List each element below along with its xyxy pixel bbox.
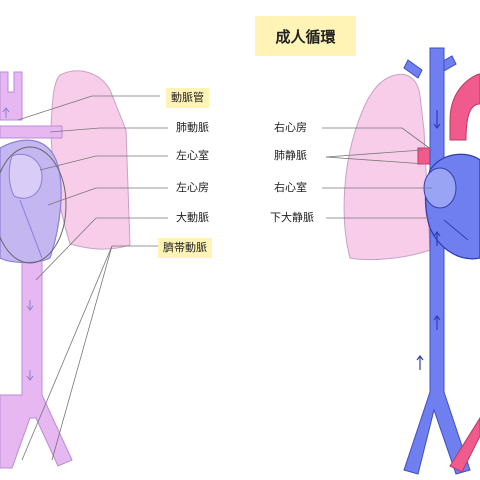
- adult-circulation: [343, 47, 480, 475]
- fetal-heart-outline: [0, 146, 67, 264]
- adult-aortic-arch: [449, 73, 480, 141]
- label-umbilical-artery: 臍帯動脈: [158, 238, 212, 258]
- label-pulmonary-artery: 肺動脈: [176, 121, 209, 134]
- fetal-pulmonary-branch: [0, 125, 63, 139]
- fetal-lung: [50, 70, 131, 250]
- adult-septum: [443, 219, 469, 241]
- label-right-ventricle: 右心室: [274, 181, 307, 194]
- fetal-septum: [19, 199, 43, 259]
- fetal-circulation: [0, 70, 131, 469]
- label-pulmonary-vein: 肺静脈: [274, 149, 307, 162]
- fetal-leader-lines: [17, 95, 168, 461]
- label-aorta: 大動脈: [176, 211, 209, 224]
- adult-lung: [343, 73, 431, 261]
- page-title: 成人循環: [255, 16, 356, 56]
- label-left-ventricle: 左心室: [176, 149, 209, 162]
- label-inferior-vena-cava: 下大静脈: [270, 211, 314, 224]
- fetal-descending-aorta: [0, 259, 73, 469]
- adult-leader-lines: [322, 127, 433, 219]
- label-ductus-arteriosus: 動脈管: [166, 88, 209, 108]
- adult-upper-vein: [403, 59, 423, 79]
- adult-aorta-lower: [449, 417, 480, 473]
- fetal-upper-vessels: [0, 71, 23, 121]
- label-right-atrium: 右心房: [274, 121, 307, 134]
- label-left-atrium: 左心房: [176, 181, 209, 194]
- fetal-heart-chamber: [8, 153, 43, 199]
